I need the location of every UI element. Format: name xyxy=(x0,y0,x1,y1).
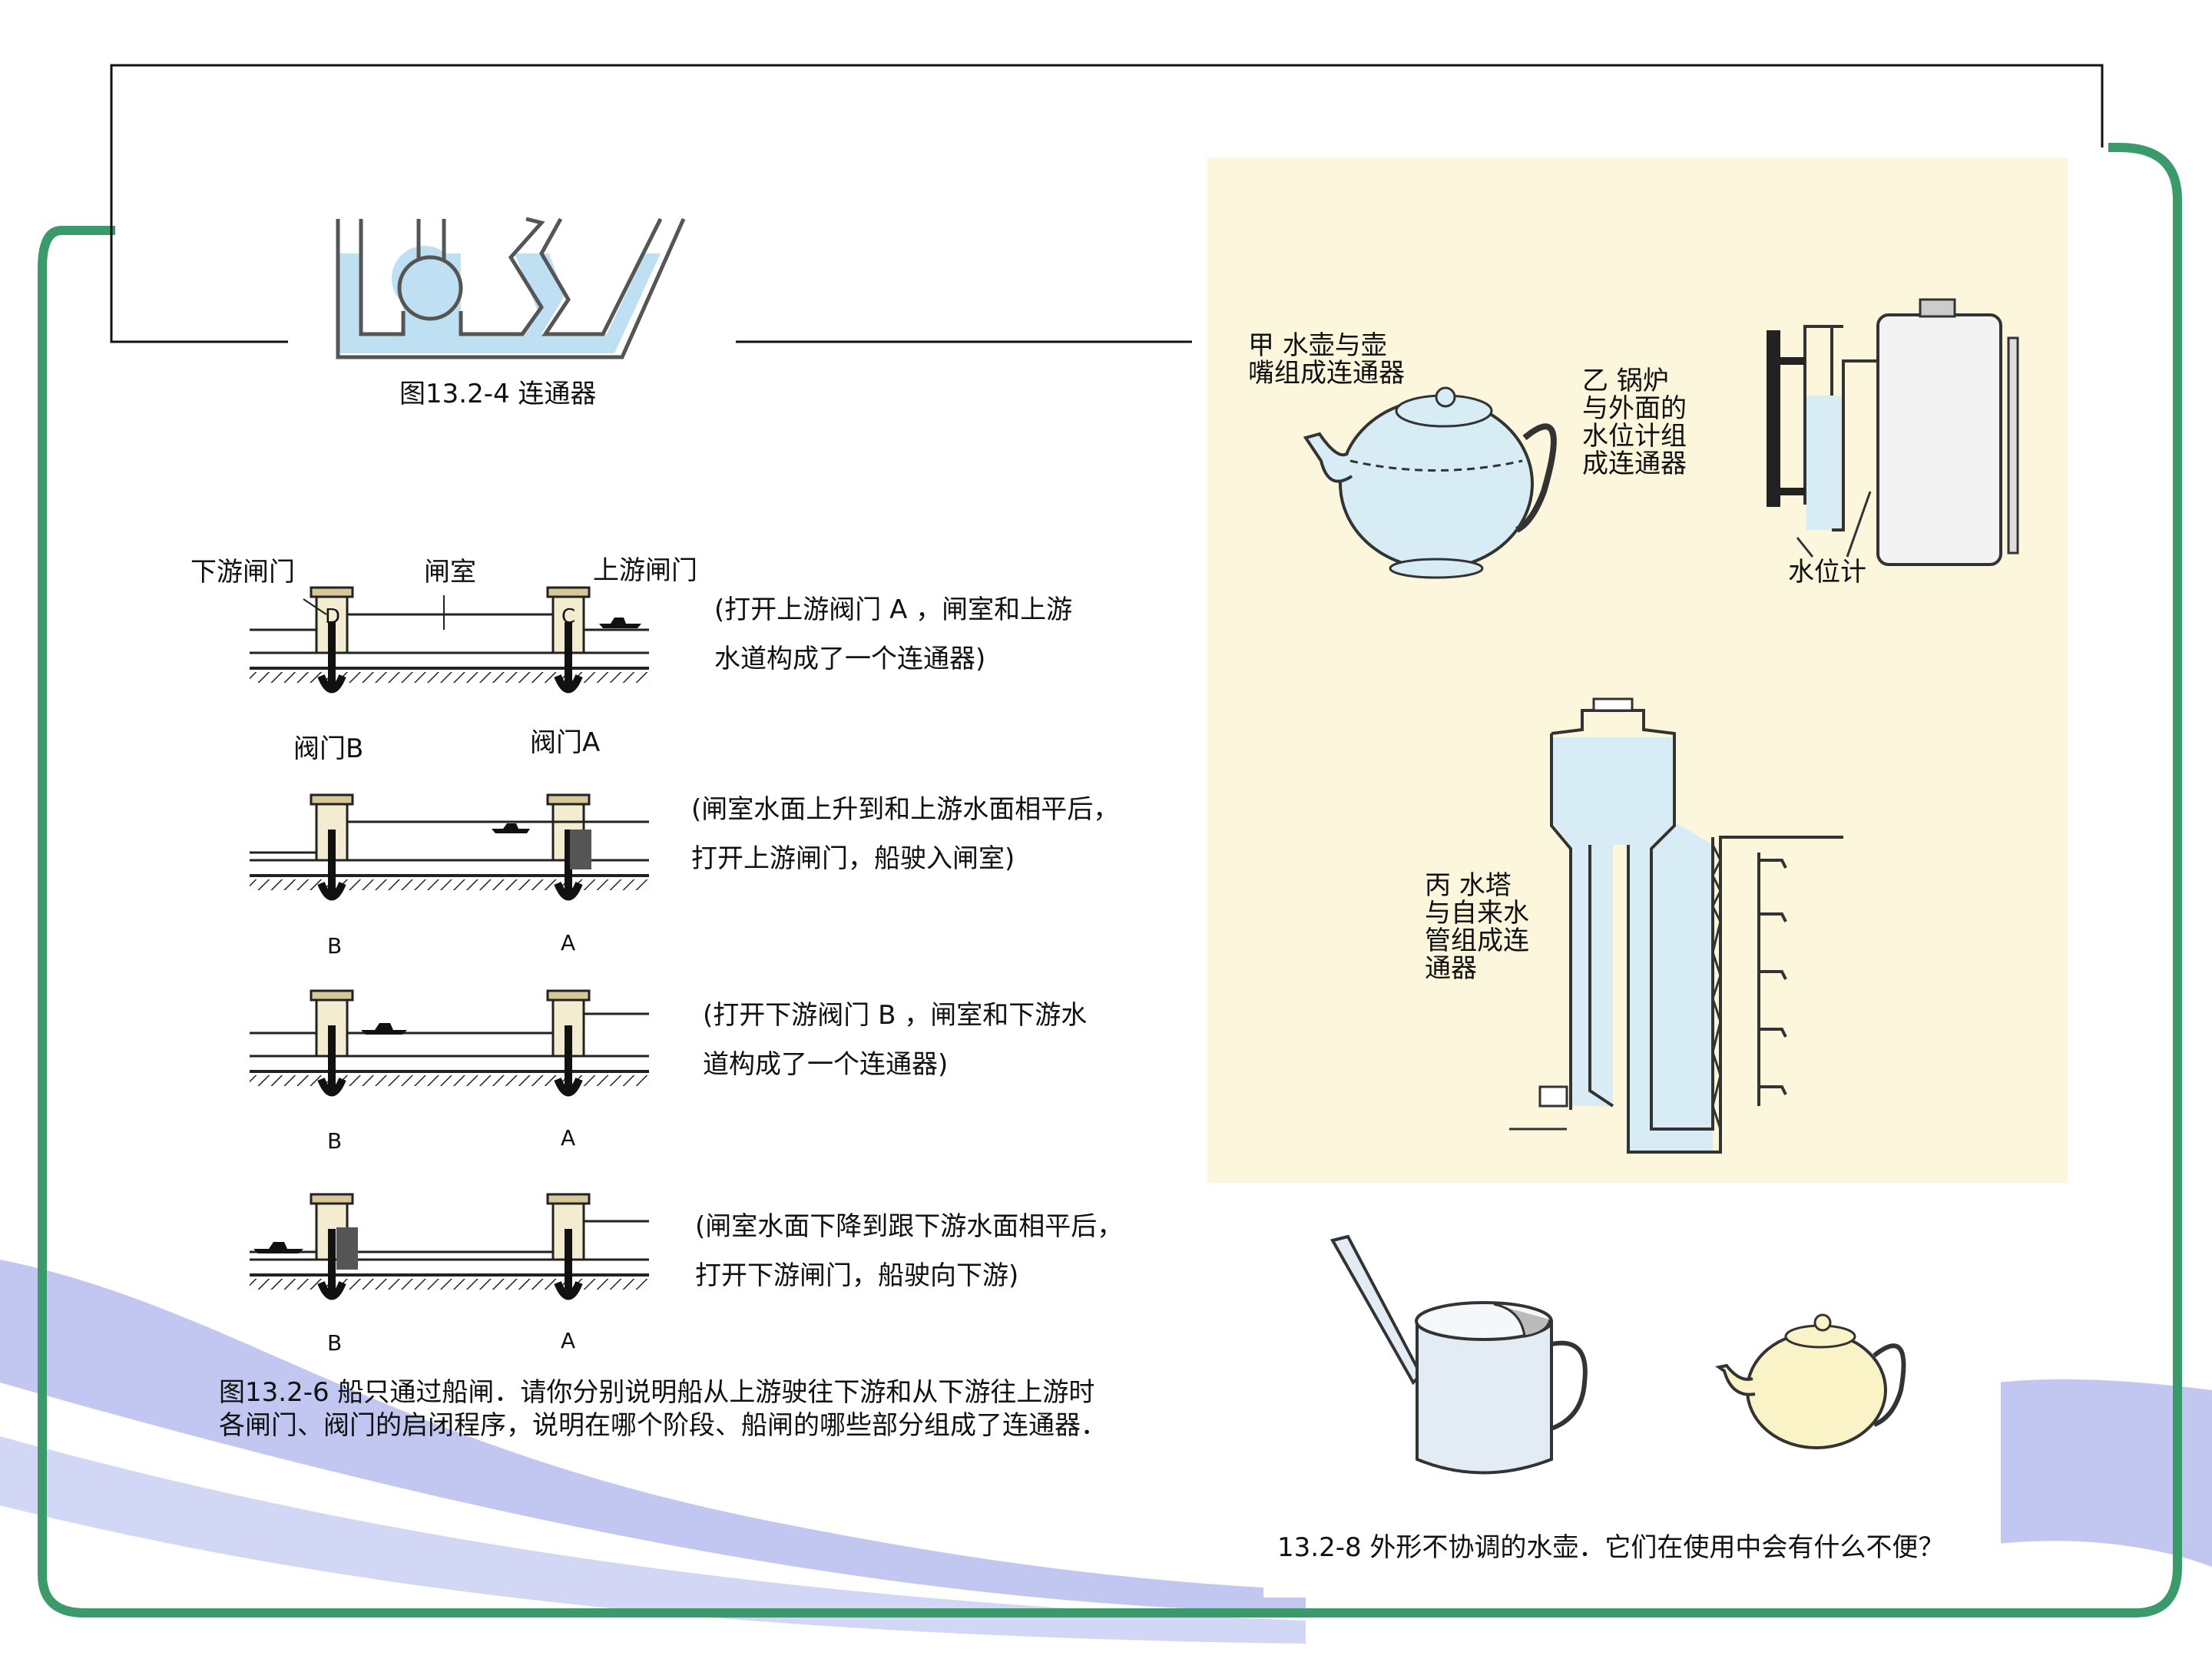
valve-b-label: B xyxy=(327,1330,343,1356)
valve-b-label: B xyxy=(327,933,343,959)
small-teapot-drawing xyxy=(1715,1313,1906,1449)
figure-13-2-8-caption: 13.2-8 外形不协调的水壶．它们在使用中会有什么不便？ xyxy=(1277,1532,1945,1563)
caption-line-2: 各闸门、阀门的启闭程序，说明在哪个阶段、船闸的哪些部分组成了连通器． xyxy=(219,1409,1107,1441)
title-box xyxy=(110,64,2104,343)
label-lock-chamber: 闸室 xyxy=(424,557,476,588)
teapot-drawing xyxy=(1303,386,1557,579)
boiler-drawing xyxy=(1767,298,2019,566)
label-bing-water-tower: 丙 水塔 与自来水 管组成连 通器 xyxy=(1425,870,1529,984)
label-yi-boiler: 乙 锅炉 与外面的 水位计组 成连通器 xyxy=(1582,366,1687,479)
label-upstream-gate: 上游闸门 xyxy=(593,555,697,586)
step-2-line-1: (闸室水面上升到和上游水面相平后， xyxy=(691,794,1120,825)
valve-a-label: 阀门A xyxy=(530,727,601,758)
ship-icon xyxy=(361,1023,407,1035)
ship-icon xyxy=(253,1242,303,1253)
lock-stage-2 xyxy=(250,795,649,897)
gate-c-label: C xyxy=(561,605,576,628)
lock-stage-4 xyxy=(250,1194,649,1296)
step-2-text: (闸室水面上升到和上游水面相平后， 打开上游闸门，船驶入闸室) xyxy=(691,785,1119,883)
step-4-line-2: 打开下游闸门，船驶向下游) xyxy=(695,1260,1019,1291)
lock-stage-3 xyxy=(250,991,649,1093)
step-3-text: (打开下游阀门 B ，闸室和下游水 道构成了一个连通器) xyxy=(703,991,1087,1089)
swoosh-left-2 xyxy=(0,1436,1306,1644)
step-2-line-2: 打开上游闸门，船驶入闸室) xyxy=(691,843,1015,874)
swoosh-left xyxy=(0,1260,1306,1613)
lock-stage-1 xyxy=(250,588,649,690)
valve-b-label: B xyxy=(327,1128,343,1154)
step-4-text: (闸室水面下降到跟下游水面相平后， 打开下游闸门，船驶向下游) xyxy=(695,1202,1123,1300)
valve-a-label: A xyxy=(561,1125,576,1151)
step-1-line-1: (打开上游阀门 A ，闸室和上游 xyxy=(714,594,1073,625)
valve-a-label: A xyxy=(561,930,576,955)
label-jia-teapot: 甲 水壶与壶 嘴组成连通器 xyxy=(1248,330,1405,389)
step-1-line-2: 水道构成了一个连通器) xyxy=(714,644,986,674)
step-4-line-1: (闸室水面下降到跟下游水面相平后， xyxy=(695,1211,1124,1242)
label-water-gauge: 水位计 xyxy=(1788,557,1866,588)
watering-can-drawing xyxy=(1330,1234,1588,1475)
label-downstream-gate: 下游闸门 xyxy=(190,557,295,588)
figure-13-2-4-caption: 图13.2-4 连通器 xyxy=(399,379,597,409)
ship-icon xyxy=(599,618,641,628)
figure-13-2-6-caption: 图13.2-6 船只通过船闸．请你分别说明船从上游驶往下游和从下游往上游时 各闸… xyxy=(219,1376,1107,1442)
swoosh-right xyxy=(1997,1379,2212,1567)
green-frame xyxy=(38,143,2182,1618)
step-3-line-2: 道构成了一个连通器) xyxy=(703,1049,949,1080)
valve-a-label: A xyxy=(561,1328,576,1353)
water-tower-drawing xyxy=(1509,697,1843,1154)
ship-icon xyxy=(492,823,530,833)
step-3-line-1: (打开下游阀门 B ，闸室和下游水 xyxy=(703,1000,1088,1031)
valve-b-label: 阀门B xyxy=(293,733,364,764)
gate-d-label: D xyxy=(325,605,341,628)
caption-line-1: 图13.2-6 船只通过船闸．请你分别说明船从上游驶往下游和从下游往上游时 xyxy=(219,1377,1095,1408)
step-1-text: (打开上游阀门 A ，闸室和上游 水道构成了一个连通器) xyxy=(714,585,1072,684)
